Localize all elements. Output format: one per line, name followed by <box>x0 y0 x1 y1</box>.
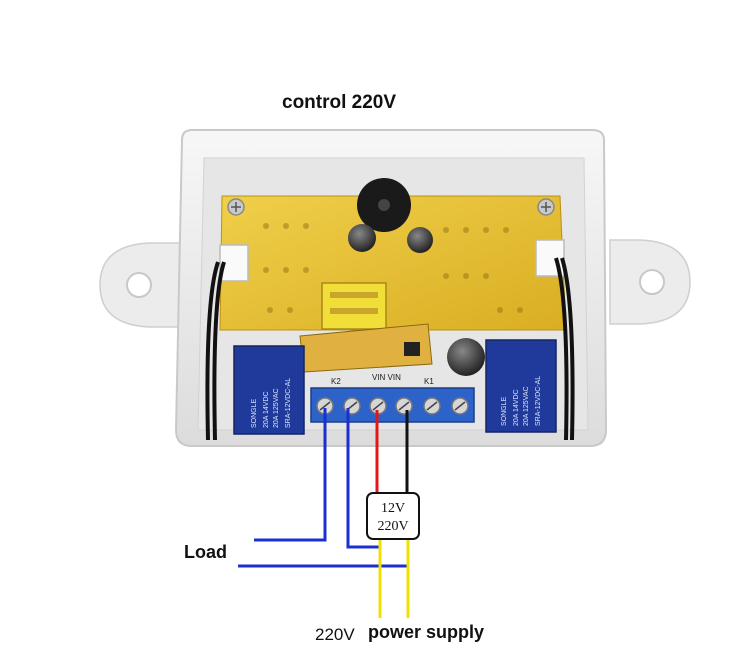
relay-left-model: SRA-12VDC-AL <box>285 378 292 428</box>
pcb-mark-k2: K2 <box>331 377 341 386</box>
relay-right-brand: SONGLE <box>501 396 508 426</box>
relay-left: SONGLE 20A 14VDC 20A 125VAC SRA-12VDC-AL <box>233 345 305 435</box>
capacitor-3 <box>447 338 485 376</box>
external-wiring: 12V 220V <box>238 408 420 618</box>
terminal-screw-slot <box>398 401 410 411</box>
terminal-screw-slot <box>426 401 438 411</box>
label-power-supply: power supply <box>368 622 484 642</box>
relay-left-brand: SONGLE <box>251 398 258 428</box>
transformer <box>321 282 387 330</box>
pcb-board <box>219 178 567 376</box>
wire-load-1 <box>254 408 327 542</box>
title-control-220v: control 220V <box>282 92 396 113</box>
relay-right: SONGLE 20A 14VDC 20A 125VAC SRA-12VDC-AL <box>485 339 557 433</box>
label-load: Load <box>184 542 227 562</box>
mount-hole-left <box>126 272 152 298</box>
relay-left-spec1: 20A 14VDC <box>263 391 270 428</box>
power-converter <box>366 492 420 540</box>
terminal-screw-slot <box>372 401 384 411</box>
side-connectors <box>205 239 575 441</box>
terminal-block <box>310 387 475 423</box>
converter-input-label: 220V <box>377 519 408 534</box>
capacitor-2 <box>407 227 433 253</box>
capacitor-1 <box>348 224 376 252</box>
relay-left-spec2: 20A 125VAC <box>273 388 280 428</box>
pcb-mark-vin: VIN VIN <box>372 373 401 382</box>
pcb-mark-k1: K1 <box>424 377 434 386</box>
converter-output-label: 12V <box>381 501 405 516</box>
terminal-screw-slot <box>319 401 331 411</box>
terminal-screw-slot <box>454 401 466 411</box>
relay-right-model: SRA-12VDC-AL <box>535 376 542 426</box>
label-supply-voltage: 220V <box>315 625 355 644</box>
relay-right-spec2: 20A 125VAC <box>523 386 530 426</box>
mount-hole-right <box>639 269 665 295</box>
relay-right-spec1: 20A 14VDC <box>513 389 520 426</box>
mounting-flanges <box>99 239 691 328</box>
